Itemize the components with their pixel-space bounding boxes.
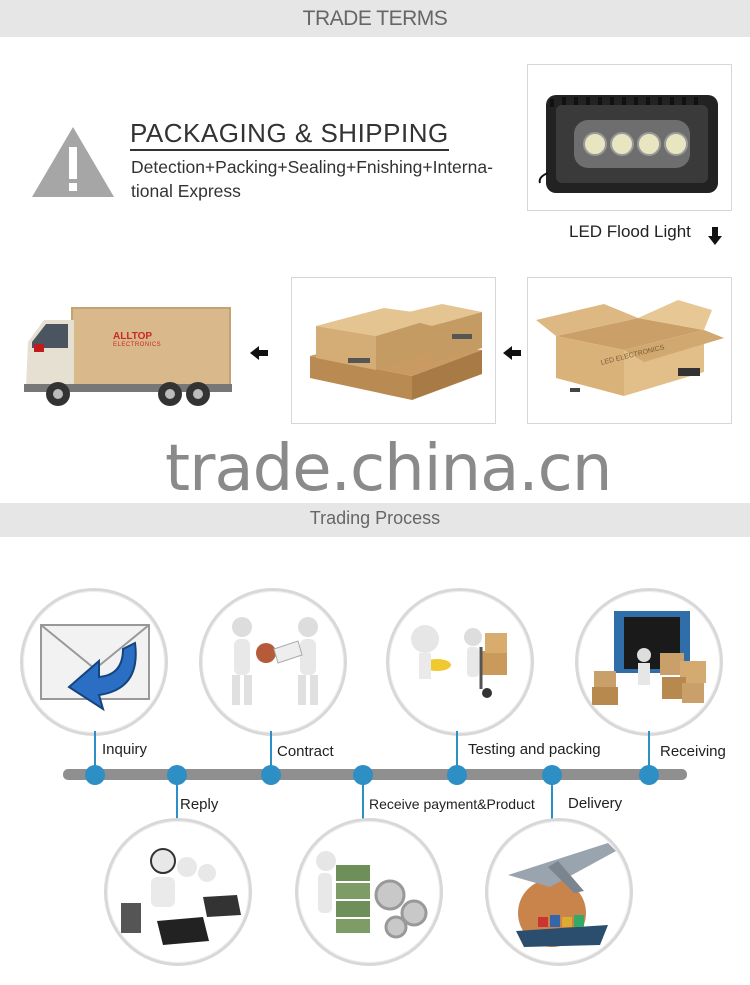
watermark: trade.china.cn — [165, 432, 612, 506]
receiving-circle — [575, 588, 723, 736]
step-inquiry: Inquiry — [102, 741, 148, 758]
arrow-left-icon — [250, 346, 268, 363]
connector-reply — [176, 780, 178, 820]
connector-receiving — [648, 731, 650, 771]
step-receiving: Receiving — [660, 743, 726, 760]
reply-circle — [104, 818, 252, 966]
email-icon — [40, 624, 150, 712]
connector-contract — [270, 731, 272, 771]
timeline-dot-contract — [261, 765, 281, 785]
warning-icon — [32, 127, 114, 197]
testing-packing-circle — [386, 588, 534, 736]
trade-terms-header: TRADE TERMS — [0, 0, 750, 37]
arrow-down-icon — [708, 227, 722, 250]
delivery-circle — [485, 818, 633, 966]
warehouse-boxes-icon — [592, 611, 706, 705]
packaging-subtitle: Detection+Packing+Sealing+Fnishing+Inter… — [131, 157, 493, 201]
truck-brand-sub: ELECTRONICS — [113, 342, 162, 348]
step-reply: Reply — [180, 796, 219, 813]
pallet-boxes-image — [291, 277, 496, 424]
plane-ship-icon — [508, 843, 616, 947]
timeline-dot-inquiry — [85, 765, 105, 785]
step-contract: Contract — [277, 743, 334, 760]
led-flood-light-image — [527, 64, 732, 211]
inquiry-circle — [20, 588, 168, 736]
connector-inquiry — [94, 731, 96, 771]
connector-payment — [362, 780, 364, 820]
timeline-dot-receiving — [639, 765, 659, 785]
connector-testing — [456, 731, 458, 771]
led-flood-light-caption: LED Flood Light — [569, 222, 691, 241]
step-delivery: Delivery — [568, 795, 623, 812]
call-center-icon — [121, 848, 241, 945]
packaging-title: PACKAGING & SHIPPING — [130, 117, 449, 151]
step-testing-packing: Testing and packing — [468, 741, 601, 758]
timeline-dot-payment — [353, 765, 373, 785]
timeline-dot-testing — [447, 765, 467, 785]
open-carton-image — [527, 277, 732, 424]
trading-process-header: Trading Process — [0, 503, 750, 537]
money-gears-icon — [316, 851, 428, 939]
truck-brand-logo: ALLTOP — [113, 331, 153, 342]
contract-circle — [199, 588, 347, 736]
payment-circle — [295, 818, 443, 966]
timeline-dot-delivery — [542, 765, 562, 785]
arrow-left-icon-2 — [503, 346, 521, 363]
timeline-bar — [63, 769, 687, 780]
handshake-figures-icon — [232, 617, 318, 705]
timeline-dot-reply — [167, 765, 187, 785]
connector-delivery — [551, 780, 553, 820]
inspection-figures-icon — [411, 625, 507, 698]
delivery-truck-image — [20, 300, 235, 410]
step-receive-payment: Receive payment&Product — [369, 796, 535, 812]
